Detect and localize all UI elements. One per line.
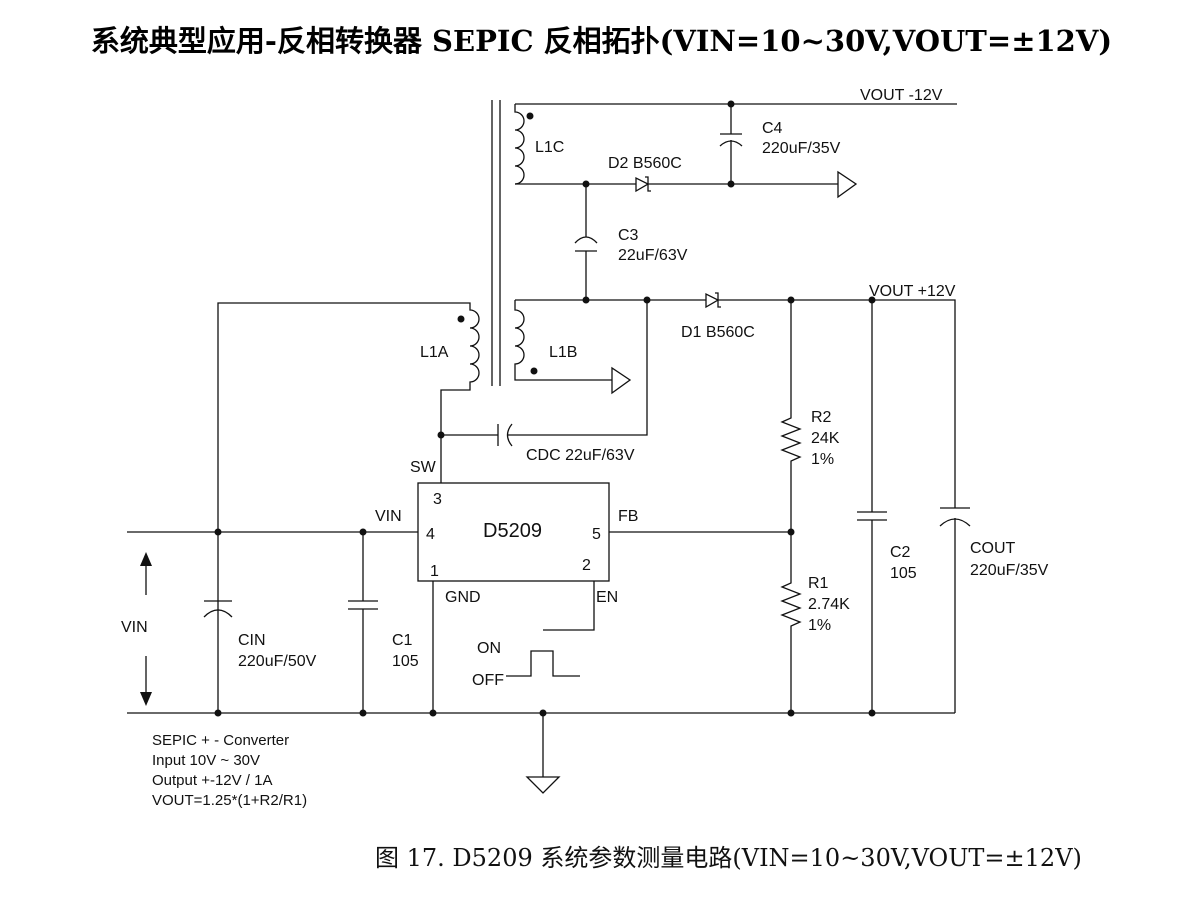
c4-name: C4 — [762, 120, 783, 137]
pin-4-number: 4 — [426, 526, 435, 543]
r1-name: R1 — [808, 575, 829, 592]
c4-capacitor — [719, 104, 743, 184]
c1-value: 105 — [392, 653, 419, 670]
pin-2-number: 2 — [582, 557, 591, 574]
vin-pin-label: VIN — [375, 508, 402, 525]
cout-name: COUT — [970, 540, 1016, 557]
switch-on-label: ON — [477, 640, 501, 657]
c1-name: C1 — [392, 632, 413, 649]
r2-resistor — [780, 300, 802, 532]
cin-value: 220uF/50V — [238, 653, 317, 670]
r2-name: R2 — [811, 409, 832, 426]
cin-capacitor — [203, 600, 233, 618]
note-line-1: SEPIC + - Converter — [152, 732, 289, 749]
r1-resistor — [780, 532, 802, 713]
switch-off-label: OFF — [472, 672, 504, 689]
pin-5-number: 5 — [592, 526, 601, 543]
cout-capacitor — [939, 507, 971, 713]
cin-name: CIN — [238, 632, 266, 649]
cdc-label: CDC 22uF/63V — [526, 447, 635, 464]
note-line-4: VOUT=1.25*(1+R2/R1) — [152, 792, 307, 809]
r2-tolerance: 1% — [811, 451, 834, 468]
l1c-label: L1C — [535, 139, 564, 156]
cout-value: 220uF/35V — [970, 562, 1049, 579]
cdc-capacitor — [441, 300, 648, 447]
figure-caption: 图 17. D5209 系统参数测量电路(VIN=10~30V,VOUT=±12… — [375, 844, 1082, 872]
en-pin-label: EN — [596, 589, 618, 606]
r1-value: 2.74K — [808, 596, 850, 613]
note-line-2: Input 10V ~ 30V — [152, 752, 260, 769]
l1b-ground-arrow — [611, 366, 632, 395]
c1-capacitor — [348, 532, 378, 713]
l1a-winding — [217, 302, 480, 713]
c3-capacitor — [574, 184, 598, 300]
en-pulse — [506, 650, 580, 677]
transformer-core — [491, 100, 501, 386]
c2-capacitor — [857, 300, 887, 713]
pin-3-number: 3 — [433, 491, 442, 508]
c2-name: C2 — [890, 544, 911, 561]
c3-name: C3 — [618, 227, 639, 244]
l1b-winding — [514, 300, 612, 381]
vin-label: VIN — [121, 619, 148, 636]
vout-pos-label: VOUT +12V — [869, 283, 956, 300]
d2-label: D2 B560C — [608, 155, 682, 172]
c3-value: 22uF/63V — [618, 247, 688, 264]
ic-name-label: D5209 — [483, 520, 542, 542]
sw-pin-label: SW — [410, 459, 437, 476]
l1c-winding — [514, 104, 534, 185]
ground-symbol — [525, 713, 561, 794]
d1-label: D1 B560C — [681, 324, 755, 341]
page-heading: 系统典型应用-反相转换器 SEPIC 反相拓扑(VIN=10~30V,VOUT=… — [90, 24, 1113, 58]
r1-tolerance: 1% — [808, 617, 831, 634]
gnd-pin-label: GND — [445, 589, 481, 606]
vin-arrows — [140, 552, 152, 706]
vout-neg-label: VOUT -12V — [860, 87, 943, 104]
c2-value: 105 — [890, 565, 917, 582]
l1b-label: L1B — [549, 344, 577, 361]
c4-value: 220uF/35V — [762, 140, 841, 157]
vout-neg-arrow — [837, 170, 858, 199]
l1a-label: L1A — [420, 344, 449, 361]
note-line-3: Output +-12V / 1A — [152, 772, 273, 789]
fb-pin-label: FB — [618, 508, 638, 525]
pin-1-number: 1 — [430, 563, 439, 580]
r2-value: 24K — [811, 430, 840, 447]
